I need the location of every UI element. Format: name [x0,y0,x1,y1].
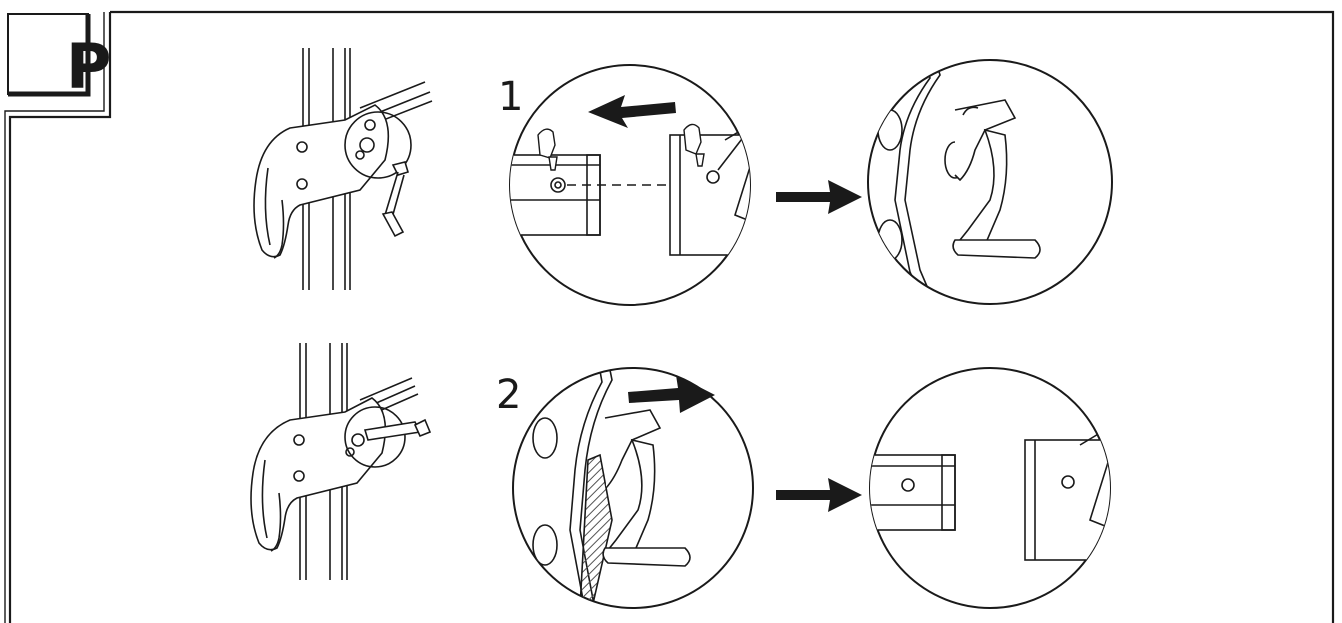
clamp-overview-1 [253,48,433,290]
finger-icon [537,123,705,171]
arrow-right-icon [776,478,862,512]
crank-attached-detail [877,60,1041,304]
crank-removal-detail [532,368,691,608]
pin-insert-detail [870,428,1110,561]
detail-circle-2a [512,367,754,609]
arrow-right-icon [628,375,715,413]
clamp-overview-2 [250,343,432,580]
step-number-2: 2 [496,372,521,418]
detail-circle-1b [867,59,1113,305]
section-letter: P [66,30,111,103]
pin-release-detail [510,123,750,256]
page-frame [4,10,1335,623]
step-number-1: 1 [498,74,523,120]
arrow-right-icon [776,180,862,214]
arrow-left-icon [588,95,676,128]
